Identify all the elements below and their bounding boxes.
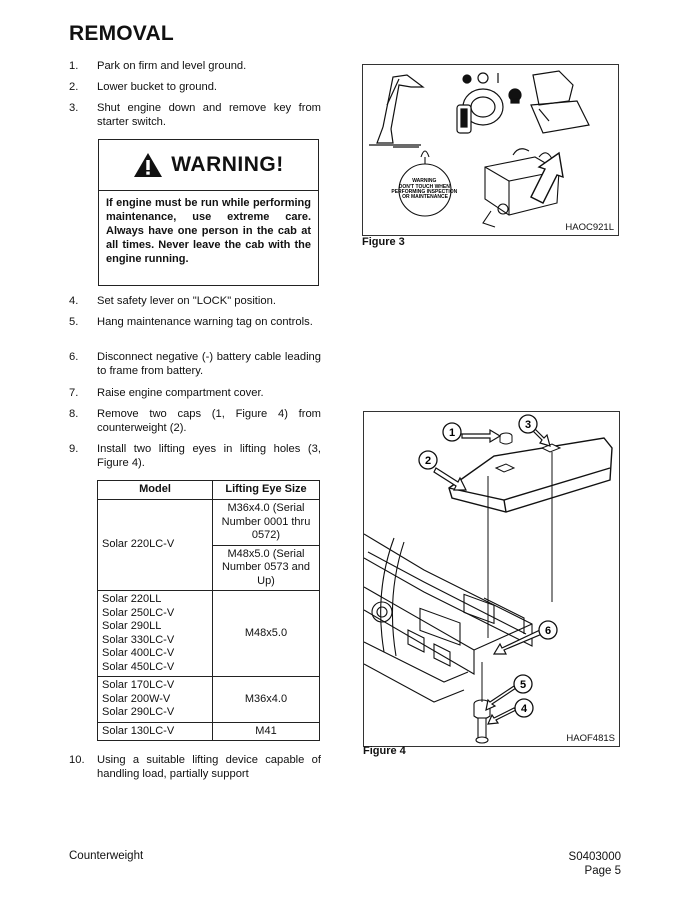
counterweight-drawing bbox=[448, 437, 613, 513]
step-number: 4. bbox=[69, 295, 79, 307]
callout-label: 4 bbox=[521, 703, 528, 715]
size-cell: M48x5.0 bbox=[212, 590, 320, 677]
size-cell: M48x5.0 (Serial Number 0573 and Up) bbox=[212, 544, 320, 591]
step-text: Disconnect negative (-) battery cable le… bbox=[97, 351, 321, 377]
footer-page-info: S0403000 Page 5 bbox=[569, 850, 621, 878]
model-cell: Solar 220LL Solar 250LC-V Solar 290LL So… bbox=[97, 590, 213, 677]
callout-1: 1 bbox=[442, 422, 462, 442]
figure-4: 1 2 3 4 5 6 HAOF481S bbox=[363, 411, 620, 747]
figure-code: HAOF481S bbox=[566, 733, 615, 744]
step-number: 5. bbox=[69, 316, 79, 328]
footer-section-name: Counterweight bbox=[69, 850, 144, 862]
warning-box: WARNING! If engine must be run while per… bbox=[98, 139, 319, 286]
figure-3: WARNING DON'T TOUCH WHEN PERFORMING INSP… bbox=[362, 64, 619, 236]
step-text: Remove two caps (1, Figure 4) from count… bbox=[97, 408, 321, 434]
size-cell: M41 bbox=[212, 721, 320, 741]
callout-label: 5 bbox=[520, 679, 526, 691]
lowered-bucket-drawing bbox=[369, 74, 425, 148]
maintenance-tag-drawing bbox=[398, 150, 452, 217]
column-header-lifting-eye-size: Lifting Eye Size bbox=[212, 480, 320, 500]
figure-code: HAOC921L bbox=[565, 222, 614, 233]
operator-seat-drawing bbox=[508, 70, 590, 134]
callout-4: 4 bbox=[514, 698, 534, 718]
table-row: M48x5.0 (Serial Number 0573 and Up) bbox=[98, 544, 320, 591]
tag-warning-text: WARNING DON'T TOUCH WHEN PERFORMING INSP… bbox=[391, 178, 458, 200]
table-row: Solar 130LC-V M41 bbox=[97, 721, 320, 741]
step-2: 2. Lower bucket to ground. bbox=[69, 80, 321, 94]
step-number: 9. bbox=[69, 443, 79, 455]
leader-arrows bbox=[433, 425, 551, 725]
disconnect-arrow-icon bbox=[530, 151, 564, 204]
model-cell: Solar 220LC-V bbox=[97, 499, 213, 591]
footer-page-number: Page 5 bbox=[584, 865, 621, 877]
callout-6: 6 bbox=[538, 620, 558, 640]
step-number: 1. bbox=[69, 60, 79, 72]
warning-text: If engine must be run while performing m… bbox=[106, 197, 311, 265]
step-3: 3. Shut engine down and remove key from … bbox=[69, 101, 321, 129]
callout-label: 6 bbox=[545, 625, 551, 637]
model-cell: Solar 130LC-V bbox=[97, 721, 213, 741]
step-text: Hang maintenance warning tag on controls… bbox=[97, 316, 313, 328]
figure-4-caption: Figure 4 bbox=[363, 745, 406, 757]
callout-3: 3 bbox=[518, 414, 538, 434]
tag-line: OR MAINTENANCE bbox=[402, 194, 448, 200]
step-text: Using a suitable lifting device capable … bbox=[97, 754, 321, 780]
warning-triangle-icon bbox=[134, 153, 163, 177]
step-number: 10. bbox=[69, 754, 85, 766]
step-8: 8. Remove two caps (1, Figure 4) from co… bbox=[69, 407, 321, 435]
warning-title: WARNING! bbox=[171, 153, 284, 176]
model-cell: Solar 170LC-V Solar 200W-V Solar 290LC-V bbox=[97, 676, 213, 723]
tag-line: PERFORMING INSPECTION bbox=[391, 189, 457, 195]
table-row: Solar 220LC-V M36x4.0 (Serial Number 000… bbox=[97, 499, 320, 591]
step-7: 7. Raise engine compartment cover. bbox=[69, 386, 321, 400]
callout-label: 2 bbox=[425, 455, 431, 467]
lifting-eye-table: Model Lifting Eye Size Solar 220LC-V M36… bbox=[97, 480, 320, 741]
upper-frame-drawing bbox=[364, 533, 533, 703]
warning-header: WARNING! bbox=[99, 140, 318, 191]
step-number: 6. bbox=[69, 351, 79, 363]
cap-drawing bbox=[499, 432, 513, 445]
figure-3-caption: Figure 3 bbox=[362, 236, 405, 248]
footer-doc-id: S0403000 bbox=[568, 851, 621, 863]
step-text: Park on firm and level ground. bbox=[97, 60, 247, 72]
section-heading: REMOVAL bbox=[69, 22, 174, 45]
step-4: 4. Set safety lever on "LOCK" position. bbox=[69, 294, 321, 308]
callout-label: 1 bbox=[449, 427, 455, 439]
table-row: Solar 170LC-V Solar 200W-V Solar 290LC-V… bbox=[97, 676, 320, 723]
step-number: 7. bbox=[69, 387, 79, 399]
size-cell: M36x4.0 (Serial Number 0001 thru 0572) bbox=[212, 499, 320, 546]
column-header-model: Model bbox=[97, 480, 213, 500]
step-9: 9. Install two lifting eyes in lifting h… bbox=[69, 442, 321, 470]
step-10: 10. Using a suitable lifting device capa… bbox=[69, 753, 321, 781]
table-row: Solar 220LL Solar 250LC-V Solar 290LL So… bbox=[97, 590, 320, 677]
callout-label: 3 bbox=[525, 419, 531, 431]
size-cell: M36x4.0 bbox=[212, 676, 320, 723]
step-text: Shut engine down and remove key from sta… bbox=[97, 102, 321, 128]
figure-4-illustration: 1 2 3 4 5 6 bbox=[364, 414, 613, 744]
step-number: 3. bbox=[69, 102, 79, 114]
tag-line: DON'T TOUCH WHEN bbox=[399, 184, 450, 190]
step-1: 1. Park on firm and level ground. bbox=[69, 59, 321, 73]
step-number: 2. bbox=[69, 81, 79, 93]
step-text: Raise engine compartment cover. bbox=[97, 387, 264, 399]
table-header-row: Model Lifting Eye Size bbox=[97, 480, 320, 500]
step-5: 5. Hang maintenance warning tag on contr… bbox=[69, 315, 321, 329]
step-text: Lower bucket to ground. bbox=[97, 81, 218, 93]
tag-line: WARNING bbox=[412, 178, 436, 184]
figure-3-illustration: WARNING DON'T TOUCH WHEN PERFORMING INSP… bbox=[369, 70, 590, 228]
key-switch-drawing bbox=[456, 72, 504, 134]
step-6: 6. Disconnect negative (-) battery cable… bbox=[69, 350, 321, 378]
callout-5: 5 bbox=[513, 674, 533, 694]
step-number: 8. bbox=[69, 408, 79, 420]
callout-2: 2 bbox=[418, 450, 438, 470]
step-text: Install two lifting eyes in lifting hole… bbox=[97, 443, 321, 469]
step-text: Set safety lever on "LOCK" position. bbox=[97, 295, 276, 307]
